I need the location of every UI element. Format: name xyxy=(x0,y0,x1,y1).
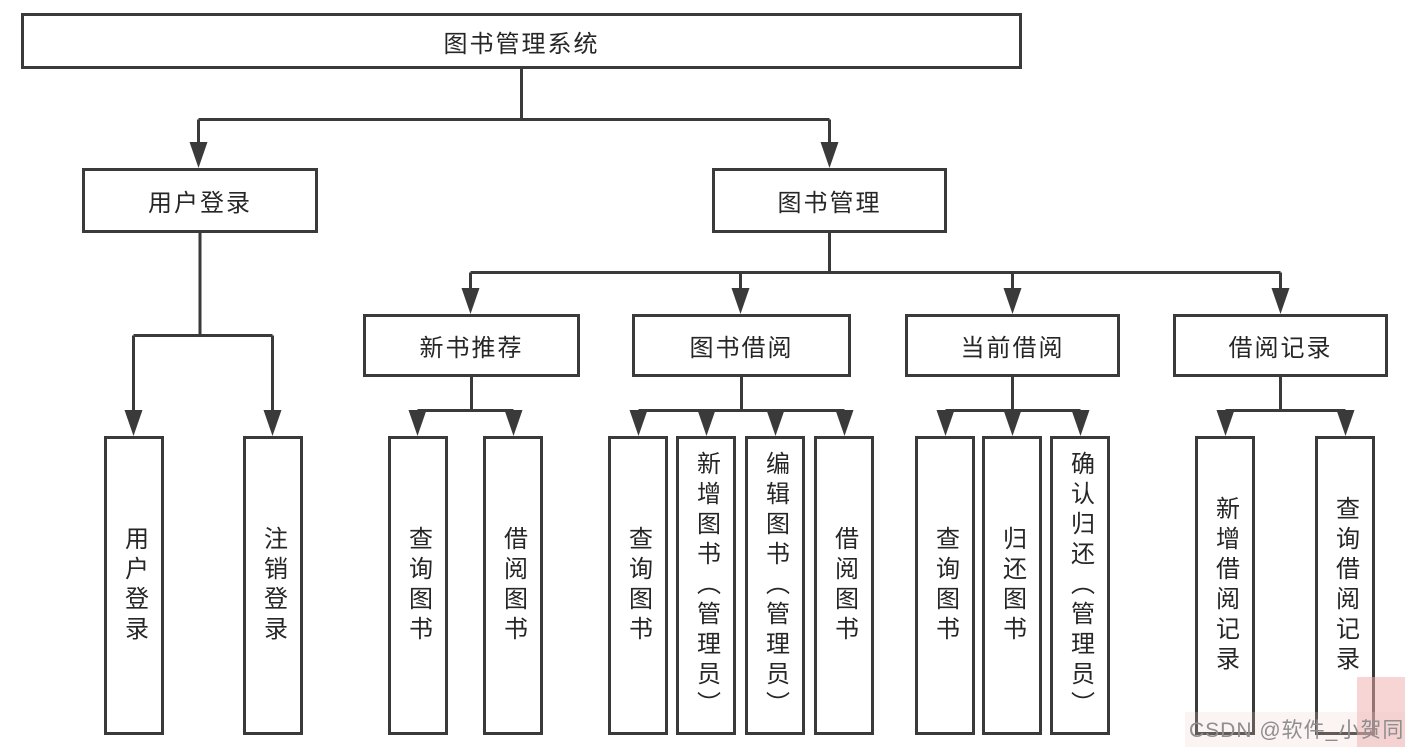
arrow-down-icon xyxy=(1071,410,1090,436)
leaf-confirm-return-admin: 确认归还（管理员） xyxy=(1050,436,1110,735)
node-label: 新增图书（管理员） xyxy=(692,450,720,721)
arrow-down-icon xyxy=(124,410,143,436)
arrow-down-icon xyxy=(189,142,208,168)
node-label: 确认归还（管理员） xyxy=(1066,450,1094,721)
arrow-down-icon xyxy=(936,410,955,436)
arrow-down-icon xyxy=(820,142,839,168)
leaf-add-books-admin: 新增图书（管理员） xyxy=(676,436,736,735)
node-label: 用户登录 xyxy=(120,525,148,646)
connector-lines xyxy=(132,69,1347,416)
arrow-down-icon xyxy=(697,410,716,436)
node-current-borrow: 当前借阅 xyxy=(905,314,1120,377)
node-root-system: 图书管理系统 xyxy=(21,13,1022,69)
node-user-login-module: 用户登录 xyxy=(82,168,318,233)
node-label: 当前借阅 xyxy=(960,335,1065,362)
node-label: 新书推荐 xyxy=(419,335,524,362)
leaf-user-login: 用户登录 xyxy=(104,436,164,735)
arrowhead-icons xyxy=(124,142,1355,436)
node-label: 查询借阅记录 xyxy=(1331,495,1359,676)
node-book-borrow: 图书借阅 xyxy=(632,314,851,377)
arrow-down-icon xyxy=(408,410,427,436)
node-label: 注销登录 xyxy=(259,525,287,646)
arrow-down-icon xyxy=(1216,410,1235,436)
node-book-management-module: 图书管理 xyxy=(712,168,947,233)
arrow-down-icon xyxy=(263,410,282,436)
node-borrow-record: 借阅记录 xyxy=(1173,314,1388,377)
node-label: 借阅图书 xyxy=(830,525,858,646)
node-label: 查询图书 xyxy=(624,525,652,646)
leaf-query-books: 查询图书 xyxy=(388,436,448,735)
leaf-borrow-books: 借阅图书 xyxy=(483,436,543,735)
node-label: 用户登录 xyxy=(148,190,252,217)
node-label: 查询图书 xyxy=(931,525,959,646)
leaf-query-borrow-record: 查询借阅记录 xyxy=(1315,436,1375,735)
node-label: 编辑图书（管理员） xyxy=(761,450,789,721)
leaf-borrow-books: 借阅图书 xyxy=(814,436,874,735)
arrow-down-icon xyxy=(835,410,854,436)
leaf-return-books: 归还图书 xyxy=(982,436,1042,735)
node-new-book-recommend: 新书推荐 xyxy=(363,314,580,377)
node-label: 归还图书 xyxy=(998,525,1026,646)
leaf-query-books: 查询图书 xyxy=(608,436,668,735)
node-label: 图书管理系统 xyxy=(443,30,600,58)
arrow-down-icon xyxy=(504,410,523,436)
leaf-query-books: 查询图书 xyxy=(915,436,975,735)
node-label: 图书借阅 xyxy=(689,335,794,362)
arrow-down-icon xyxy=(1271,288,1290,314)
arrow-down-icon xyxy=(461,288,480,314)
arrow-down-icon xyxy=(731,288,750,314)
node-label: 查询图书 xyxy=(404,525,432,646)
arrow-down-icon xyxy=(1003,288,1022,314)
leaf-edit-books-admin: 编辑图书（管理员） xyxy=(745,436,805,735)
node-label: 新增借阅记录 xyxy=(1211,495,1239,676)
arrow-down-icon xyxy=(1003,410,1022,436)
arrow-down-icon xyxy=(629,410,648,436)
node-label: 图书管理 xyxy=(777,190,882,217)
leaf-add-borrow-record: 新增借阅记录 xyxy=(1195,436,1255,735)
leaf-logout: 注销登录 xyxy=(243,436,303,735)
arrow-down-icon xyxy=(1336,410,1355,436)
node-label: 借阅记录 xyxy=(1228,335,1333,362)
arrow-down-icon xyxy=(766,410,785,436)
node-label: 借阅图书 xyxy=(499,525,527,646)
